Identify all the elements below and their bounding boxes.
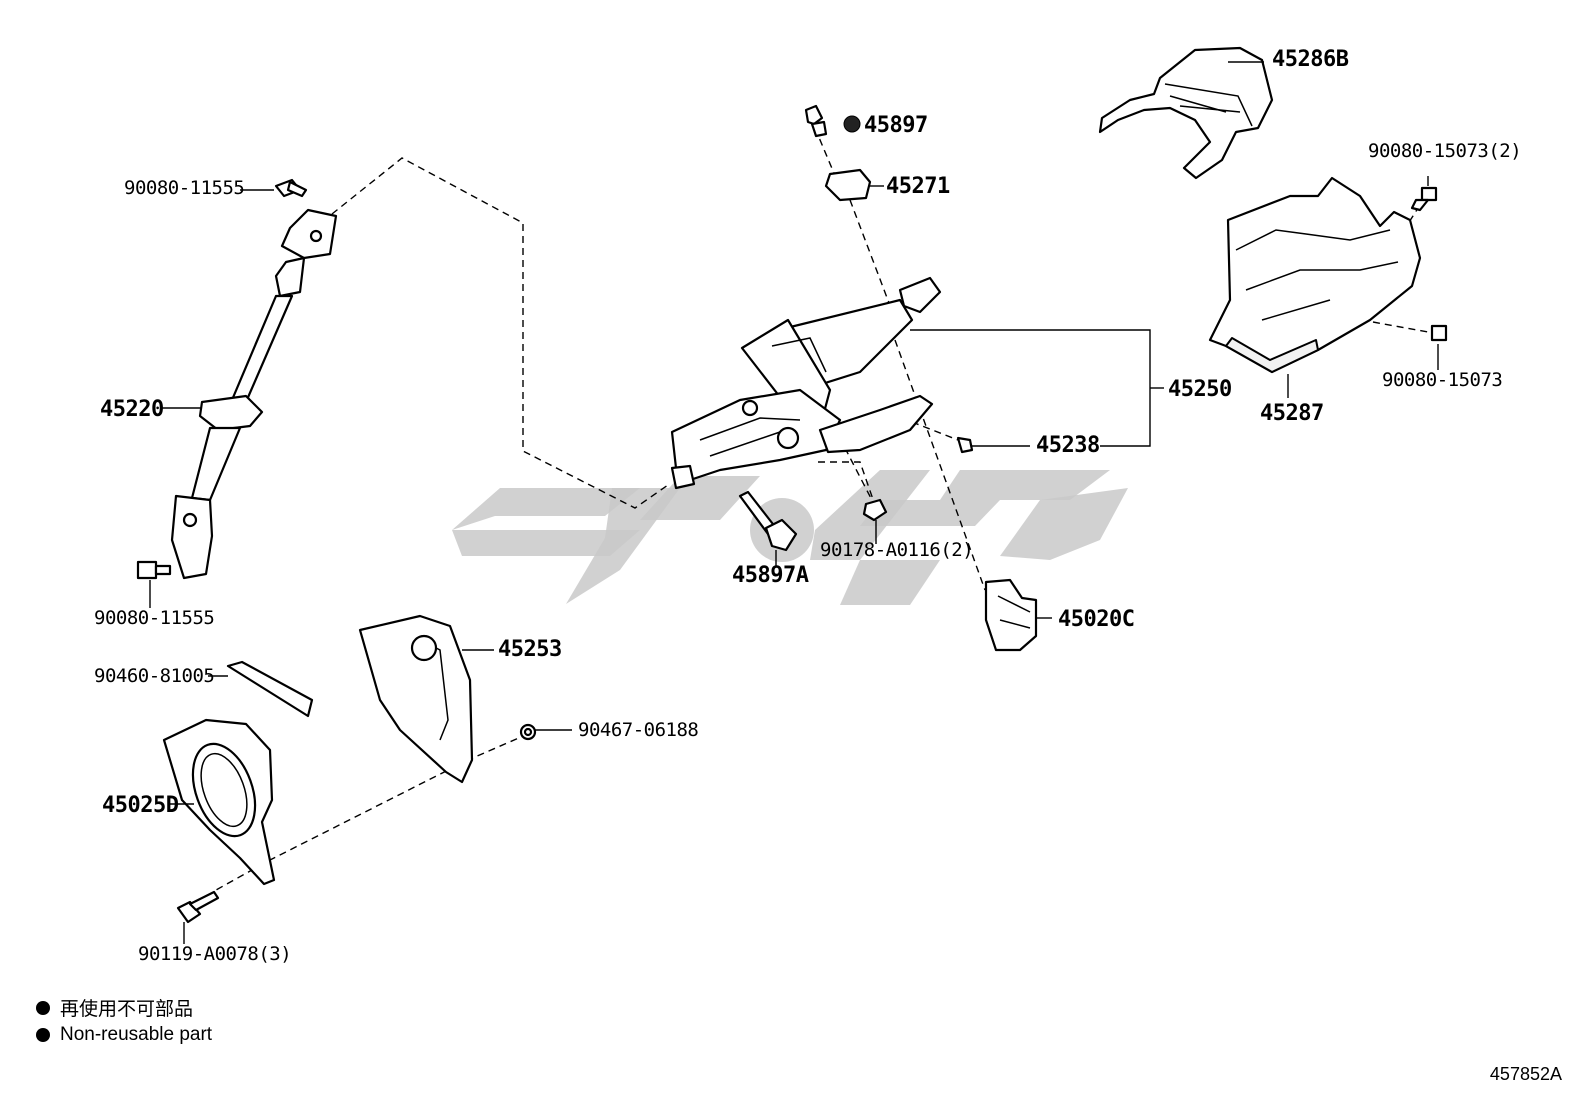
- upper-column-cover-45286b: [1098, 46, 1274, 180]
- screw-90080-15073: [1430, 324, 1448, 342]
- bracket-45271: [824, 168, 872, 202]
- non-reusable-dot-icon: [36, 1027, 50, 1042]
- clip-45238: [956, 436, 974, 454]
- legend-row-ja: 再使用不可部品: [36, 994, 212, 1021]
- nut-90178-a0116: [862, 498, 888, 522]
- lower-column-cover-45287: [1208, 176, 1422, 374]
- bolt-90080-11555-top: [274, 178, 308, 198]
- bolt-90119-a0078: [176, 890, 220, 924]
- legend-row-en: Non-reusable part: [36, 1021, 212, 1048]
- legend: 再使用不可部品 Non-reusable part: [36, 994, 212, 1048]
- label-45250: 45250: [1168, 377, 1232, 402]
- label-90080-15073-2: 90080-15073(2): [1368, 140, 1521, 162]
- intermediate-shaft-45220: [170, 208, 338, 580]
- label-45271: 45271: [886, 174, 950, 199]
- non-reusable-dot-icon: [36, 1000, 50, 1015]
- steering-lock-45020c: [984, 578, 1038, 652]
- label-45897a: 45897A: [732, 563, 809, 588]
- clip-45897: [804, 104, 828, 138]
- watermark-logo: [452, 470, 1128, 605]
- label-90080-11555-bottom: 90080-11555: [94, 607, 214, 629]
- label-45020c: 45020C: [1058, 607, 1134, 632]
- fastener-bolts: [136, 104, 1448, 924]
- label-45287: 45287: [1260, 401, 1324, 426]
- label-90080-15073: 90080-15073: [1382, 369, 1502, 391]
- washer-90467-06188: [519, 723, 537, 741]
- screw-90080-15073-2: [1410, 186, 1438, 212]
- part-labels: 45286B 90080-15073(2) 45897 45271 90080-…: [94, 47, 1522, 965]
- label-45220: 45220: [100, 397, 164, 422]
- legend-text-ja: 再使用不可部品: [60, 999, 194, 1020]
- label-90080-11555-top: 90080-11555: [124, 177, 244, 199]
- label-90178-a0116: 90178-A0116(2): [820, 539, 973, 561]
- label-45025d: 45025D: [102, 793, 179, 818]
- drawing-number: 457852A: [1489, 1064, 1562, 1084]
- non-reusable-marker: [843, 115, 861, 133]
- steering-column-assembly-45250: [670, 276, 942, 490]
- bolt-45897a: [738, 490, 798, 552]
- label-45253: 45253: [498, 637, 562, 662]
- label-45238: 45238: [1036, 433, 1100, 458]
- column-hole-cover-45253: [358, 614, 474, 784]
- leader-lines: [149, 61, 1439, 944]
- clamp-band-90460: [226, 660, 314, 718]
- hole-cover-seal-45025d: [162, 718, 276, 886]
- label-90119-a0078: 90119-A0078(3): [138, 943, 291, 965]
- label-45897: 45897: [864, 113, 928, 138]
- label-90467-06188: 90467-06188: [578, 719, 698, 741]
- label-90460-81005: 90460-81005: [94, 665, 214, 687]
- bolt-90080-11555-bottom: [136, 560, 172, 580]
- legend-text-en: Non-reusable part: [60, 1023, 213, 1045]
- label-45286b: 45286B: [1272, 47, 1349, 72]
